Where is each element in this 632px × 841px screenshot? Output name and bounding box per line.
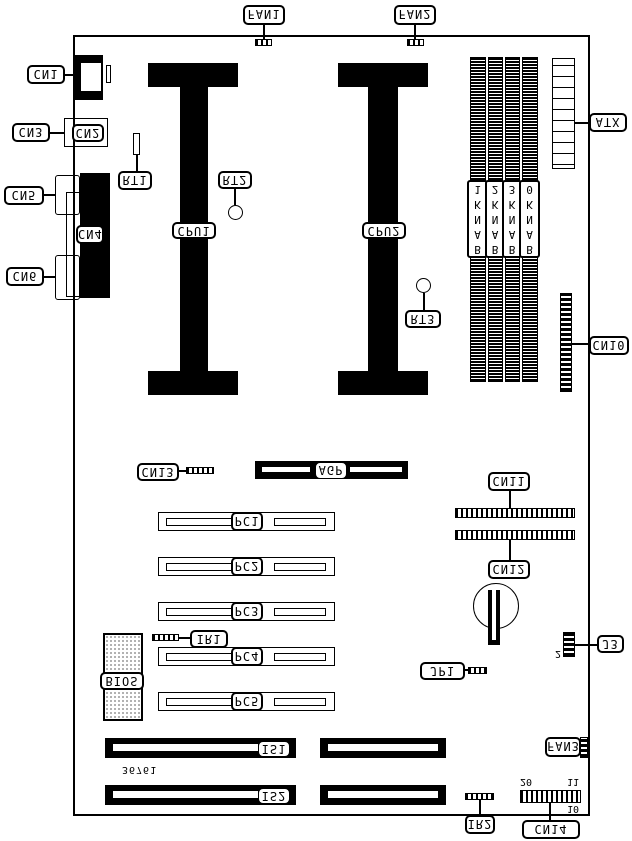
rt1-sensor: [133, 133, 140, 155]
ir1-connector: [152, 634, 179, 641]
cn3-label: CN3: [12, 123, 50, 142]
cn5-label: CN5: [4, 186, 44, 205]
ir1-label: IR1: [190, 630, 228, 648]
jp1-label: JP1: [420, 662, 465, 680]
is2-label: IS2: [258, 788, 290, 804]
cn2-label: CN2: [72, 124, 104, 142]
board-outline: [73, 35, 590, 816]
fan3-label: FAN3: [545, 737, 581, 757]
cn14-label: CN14: [522, 820, 580, 839]
cn13-label: CN13: [137, 463, 179, 481]
cn14-connector: [520, 790, 581, 803]
j3-label: J3: [597, 635, 624, 653]
is1-slot-right: [320, 738, 446, 758]
cpu2-bracket-bottom: [338, 371, 428, 395]
cn1-label: CN1: [27, 65, 65, 84]
pc5-label: PC5: [231, 692, 263, 711]
fan2-label: FAN2: [394, 5, 436, 25]
cn14-pin-10: 10: [567, 803, 580, 814]
is1-label: IS1: [258, 741, 290, 757]
agp-label: AGP: [315, 462, 347, 479]
rt3-sensor: [416, 278, 431, 293]
cn4-label: CN4: [76, 225, 104, 244]
cn11-label: CN11: [488, 472, 530, 491]
fan3-connector: [580, 737, 588, 758]
pc4-label: PC4: [231, 647, 263, 666]
jp1-connector: [468, 667, 487, 674]
atx-label: ATX: [589, 113, 627, 132]
cn3-port: [64, 118, 108, 147]
fan2-connector: [407, 39, 424, 46]
rt3-label: RT3: [405, 310, 441, 328]
cn14-pin-11: 11: [567, 776, 580, 787]
ir2-connector: [465, 793, 494, 800]
cn11-connector: [455, 508, 575, 518]
cpu1-label: CPU1: [172, 222, 216, 239]
is2-slot: [105, 785, 296, 805]
pc2-label: PC2: [231, 557, 263, 576]
is1-slot: [105, 738, 296, 758]
fan1-label: FAN1: [243, 5, 285, 25]
rt1-label: RT1: [118, 171, 152, 190]
rt2-label: RT2: [218, 171, 252, 189]
rt2-sensor: [228, 205, 243, 220]
cn14-pin-20: 20: [520, 776, 533, 787]
j3-pin-2: 2: [555, 648, 562, 659]
bios-label: BIOS: [100, 672, 144, 690]
atx-connector: [552, 58, 575, 169]
cn12-label: CN12: [488, 560, 530, 579]
cpu1-bracket-bottom: [148, 371, 238, 395]
cpu2-label: CPU2: [362, 222, 406, 239]
cpu2-bracket-top: [338, 63, 428, 87]
cpu1-bracket-top: [148, 63, 238, 87]
is2-slot-right: [320, 785, 446, 805]
fan1-connector: [255, 39, 272, 46]
cn12-connector: [455, 530, 575, 540]
cn10-connector: [560, 293, 572, 392]
ir2-label: IR2: [465, 815, 495, 834]
cn6-label: CN6: [6, 267, 44, 286]
pc1-label: PC1: [231, 512, 263, 531]
j3-connector: [563, 632, 575, 657]
board-id: 36761: [122, 764, 158, 775]
cn13-connector: [186, 467, 214, 474]
cn10-label: CN10: [589, 336, 629, 355]
pc3-label: PC3: [231, 602, 263, 621]
